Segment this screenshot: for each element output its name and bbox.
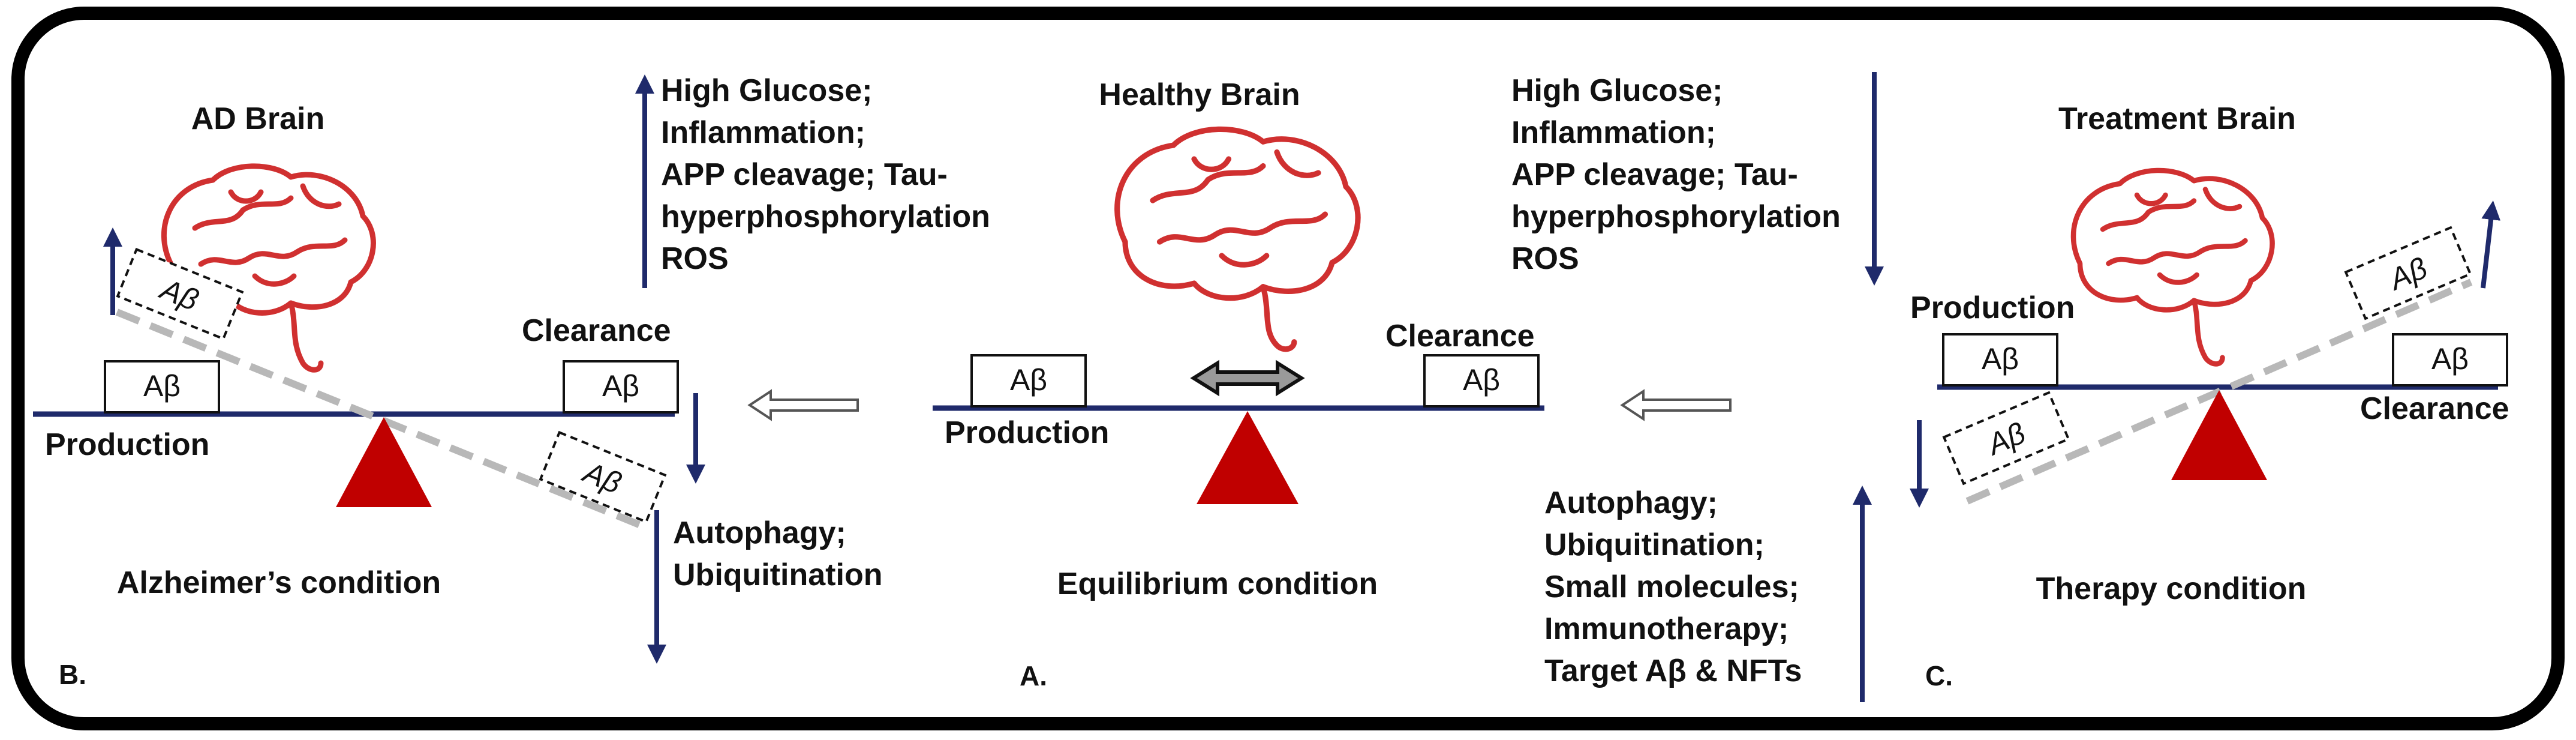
panel-letter: C.: [1925, 660, 1953, 691]
up-factors-list: Autophagy; Ubiquitination; Small molecul…: [1544, 486, 1802, 688]
condition-label: Alzheimer’s condition: [117, 565, 441, 600]
svg-text:High Glucose;: High Glucose;: [661, 73, 872, 108]
fulcrum: [1197, 411, 1298, 504]
abeta-box-production: [104, 360, 220, 414]
panel-c-title: Treatment Brain: [2058, 101, 2296, 136]
down-factors-list: Autophagy; Ubiquitination: [673, 516, 882, 592]
abeta-label: Aβ: [602, 369, 639, 403]
svg-text:APP cleavage; Tau-: APP cleavage; Tau-: [661, 157, 948, 192]
svg-text:Inflammation;: Inflammation;: [661, 115, 865, 150]
abeta-box-tilted-down: Aβ: [539, 430, 667, 524]
abeta-box-production: [1942, 333, 2058, 387]
brain-icon: [1114, 126, 1361, 352]
production-label: Production: [1910, 290, 2075, 325]
svg-text:Autophagy;: Autophagy;: [673, 516, 846, 550]
abeta-label: Aβ: [1010, 363, 1047, 397]
panel-letter: B.: [59, 659, 86, 690]
brain-icon: [2070, 167, 2275, 367]
double-arrow-icon: [1190, 359, 1305, 397]
abeta-box-clearance: [2392, 333, 2508, 387]
production-label: Production: [945, 415, 1109, 450]
abeta-box-clearance: [563, 360, 679, 414]
svg-text:ROS: ROS: [1511, 241, 1579, 276]
hollow-left-arrow-icon: [1620, 389, 1732, 421]
abeta-label: Aβ: [143, 369, 181, 403]
fulcrum: [336, 417, 432, 507]
condition-label: Equilibrium condition: [1057, 567, 1378, 601]
clearance-label: Clearance: [1385, 319, 1535, 353]
svg-text:Autophagy;: Autophagy;: [1544, 486, 1718, 520]
clearance-label: Clearance: [522, 313, 671, 348]
abeta-box-clearance: [1423, 354, 1540, 408]
abeta-box-tilted-up: Aβ: [116, 247, 244, 341]
up-arrow-icon: [2481, 200, 2501, 289]
abeta-box-production: [970, 354, 1087, 408]
svg-text:High Glucose;: High Glucose;: [1511, 73, 1723, 108]
panel-b: AD Brain Aβ Aβ Aβ Aβ: [33, 73, 990, 690]
svg-text:hyperphosphorylation: hyperphosphorylation: [1511, 199, 1841, 234]
fulcrum: [2171, 390, 2267, 480]
abeta-box-tilted-down: Aβ: [1942, 391, 2070, 486]
panel-a-title: Healthy Brain: [1099, 77, 1300, 112]
brain-icon: [161, 163, 376, 373]
production-label: Production: [45, 427, 209, 462]
svg-text:Ubiquitination;: Ubiquitination;: [1544, 528, 1765, 562]
svg-text:Small molecules;: Small molecules;: [1544, 570, 1799, 604]
down-factors-list: High Glucose; Inflammation; APP cleavage…: [1511, 73, 1841, 276]
abeta-label: Aβ: [1982, 342, 2019, 376]
abeta-box-tilted-up: Aβ: [2344, 226, 2472, 320]
svg-text:Target Aβ & NFTs: Target Aβ & NFTs: [1544, 654, 1802, 688]
up-factors-list: High Glucose; Inflammation; APP cleavage…: [661, 73, 990, 276]
svg-text:Ubiquitination: Ubiquitination: [673, 558, 882, 592]
panel-letter: A.: [1020, 660, 1047, 691]
clearance-label: Clearance: [2360, 391, 2509, 426]
hollow-left-arrow-icon: [747, 389, 859, 421]
svg-text:Immunotherapy;: Immunotherapy;: [1544, 612, 1789, 646]
panel-a: Healthy Brain Aβ Aβ Production Clearance…: [933, 77, 1544, 691]
panel-b-title: AD Brain: [191, 101, 324, 136]
abeta-label: Aβ: [1463, 363, 1500, 397]
svg-text:ROS: ROS: [661, 241, 729, 276]
svg-text:APP cleavage; Tau-: APP cleavage; Tau-: [1511, 157, 1798, 192]
condition-label: Therapy condition: [2036, 571, 2307, 606]
abeta-label: Aβ: [2431, 342, 2469, 376]
tilt-line: [115, 308, 650, 532]
panel-c: High Glucose; Inflammation; APP cleavage…: [1511, 72, 2509, 702]
svg-text:hyperphosphorylation: hyperphosphorylation: [661, 199, 990, 234]
svg-text:Inflammation;: Inflammation;: [1511, 115, 1716, 150]
